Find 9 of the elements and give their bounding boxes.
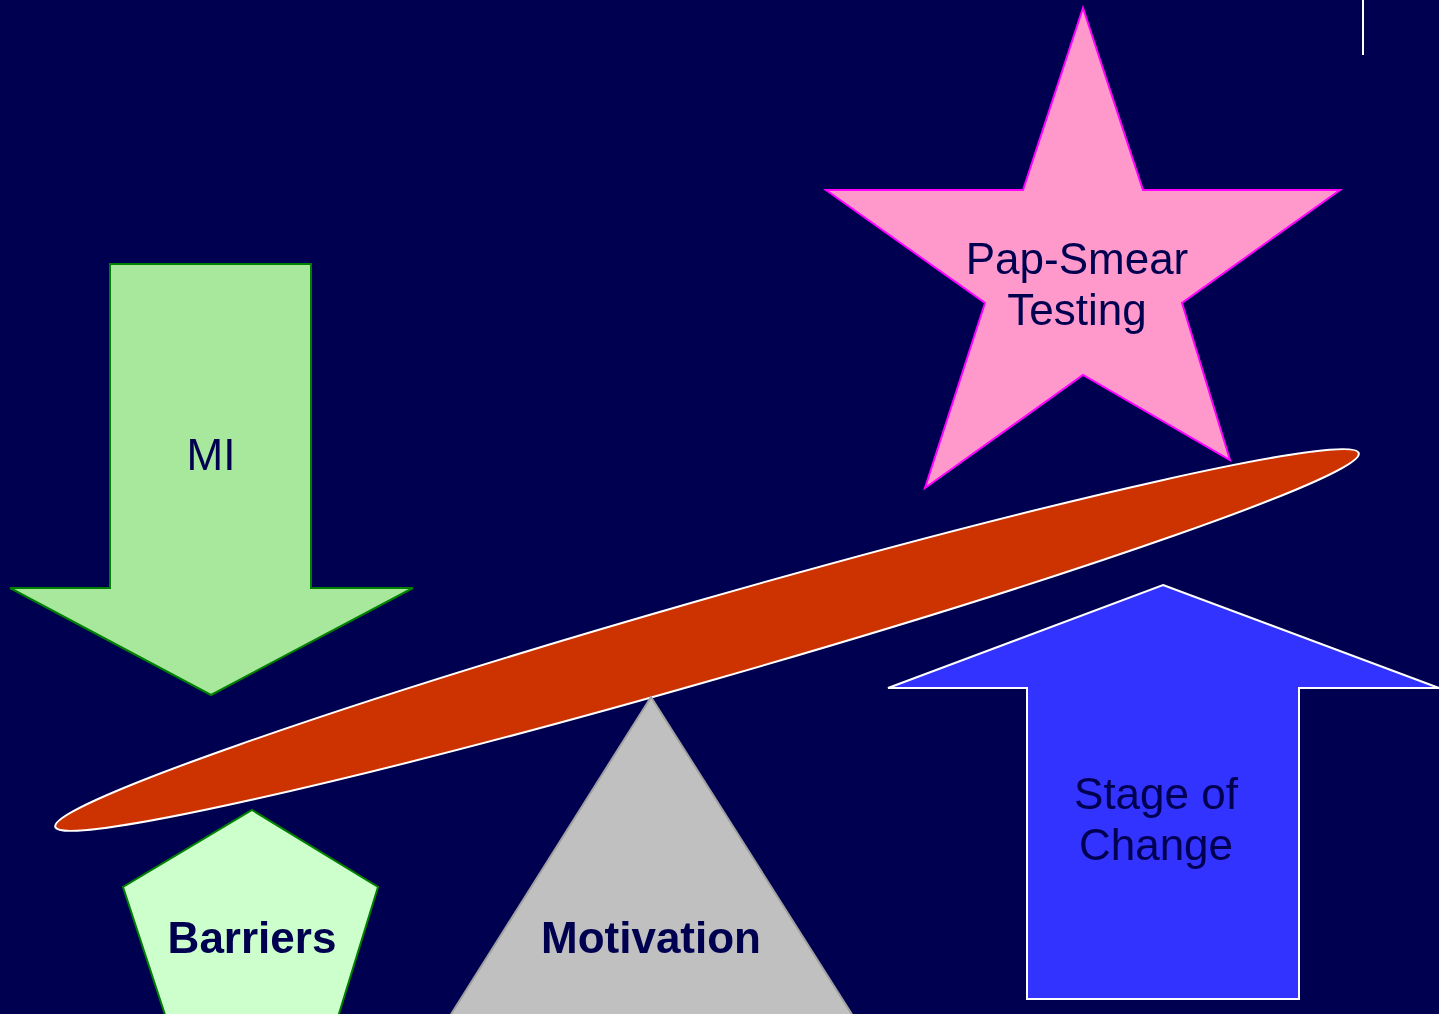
- shape-label: Stage of Change: [1073, 769, 1239, 871]
- down-arrow-shape: [10, 264, 413, 695]
- up-arrow-shape: [888, 585, 1439, 999]
- star-shape: [826, 8, 1340, 488]
- shape-label: Barriers: [166, 912, 338, 964]
- shape-label: Motivation: [540, 912, 762, 964]
- shape-label: MI: [185, 429, 237, 481]
- pentagon-shape: [123, 810, 378, 1014]
- shape-label: Pap-Smear Testing: [964, 234, 1190, 336]
